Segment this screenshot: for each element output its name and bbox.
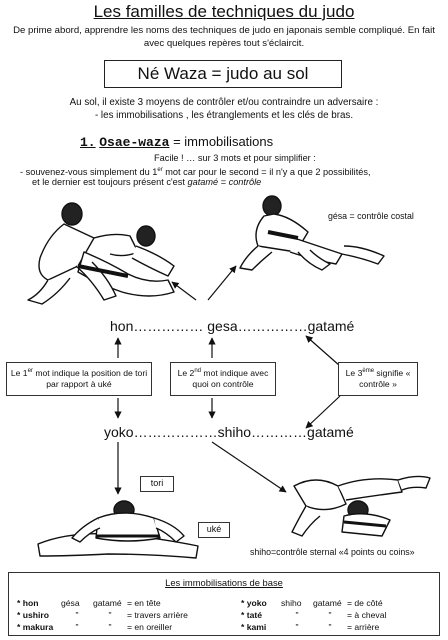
gesa-gatame-illustration	[239, 195, 385, 271]
word-row-hon-gesa: hon…………… gesa……………gatamé	[110, 318, 355, 334]
section-number: 1.	[80, 135, 96, 150]
page-title: Les familles de techniques du judo	[93, 2, 355, 21]
ne-waza-heading: Né Waza = judo au sol	[104, 60, 342, 88]
legend-row: * makura""= en oreiller	[17, 622, 173, 632]
word-row-yoko-shiho: yoko………………shiho…………gatamé	[104, 424, 354, 440]
ground-control-list: - les immobilisations , les étranglement…	[94, 110, 354, 121]
tori-label: tori	[140, 476, 174, 492]
yoko-shiho-illustration	[37, 500, 199, 559]
easy-line-3: et le dernier est toujours présent c'est…	[32, 177, 262, 187]
legend-row: * ushiro""= travers arrière	[17, 610, 188, 620]
ground-control-text: Au sol, il existe 3 moyens de contrôler …	[69, 97, 379, 108]
third-word-box: Le 3ème signifie « contrôle »	[338, 362, 418, 396]
uke-label: uké	[198, 522, 230, 538]
section-name: Osae-waza	[99, 135, 170, 150]
easy-line-2: - souvenez-vous simplement du 1er mot ca…	[20, 167, 371, 178]
shiho-label: shiho=contrôle sternal «4 points ou coin…	[250, 547, 415, 557]
judoka-illustration-left	[27, 202, 175, 305]
gesa-label: gésa = contrôle costal	[328, 211, 414, 221]
legend-row: * taté""= à cheval	[241, 610, 387, 620]
section-desc: = immobilisations	[169, 134, 274, 149]
intro-text: De prime abord, apprendre les noms des t…	[13, 25, 435, 49]
legend-row: * kami""= arrière	[241, 622, 380, 632]
easy-line-1: Facile ! … sur 3 mots et pour simplifier…	[154, 153, 316, 163]
kami-shiho-illustration	[291, 475, 431, 537]
second-word-box: Le 2nd mot indique avec quoi on contrôle	[170, 362, 276, 396]
section-heading: 1. Osae-waza = immobilisations	[80, 134, 273, 150]
legend-title: Les immobilisations de base	[165, 577, 283, 588]
first-word-box: Le 1er mot indique la position de tori p…	[6, 362, 152, 396]
